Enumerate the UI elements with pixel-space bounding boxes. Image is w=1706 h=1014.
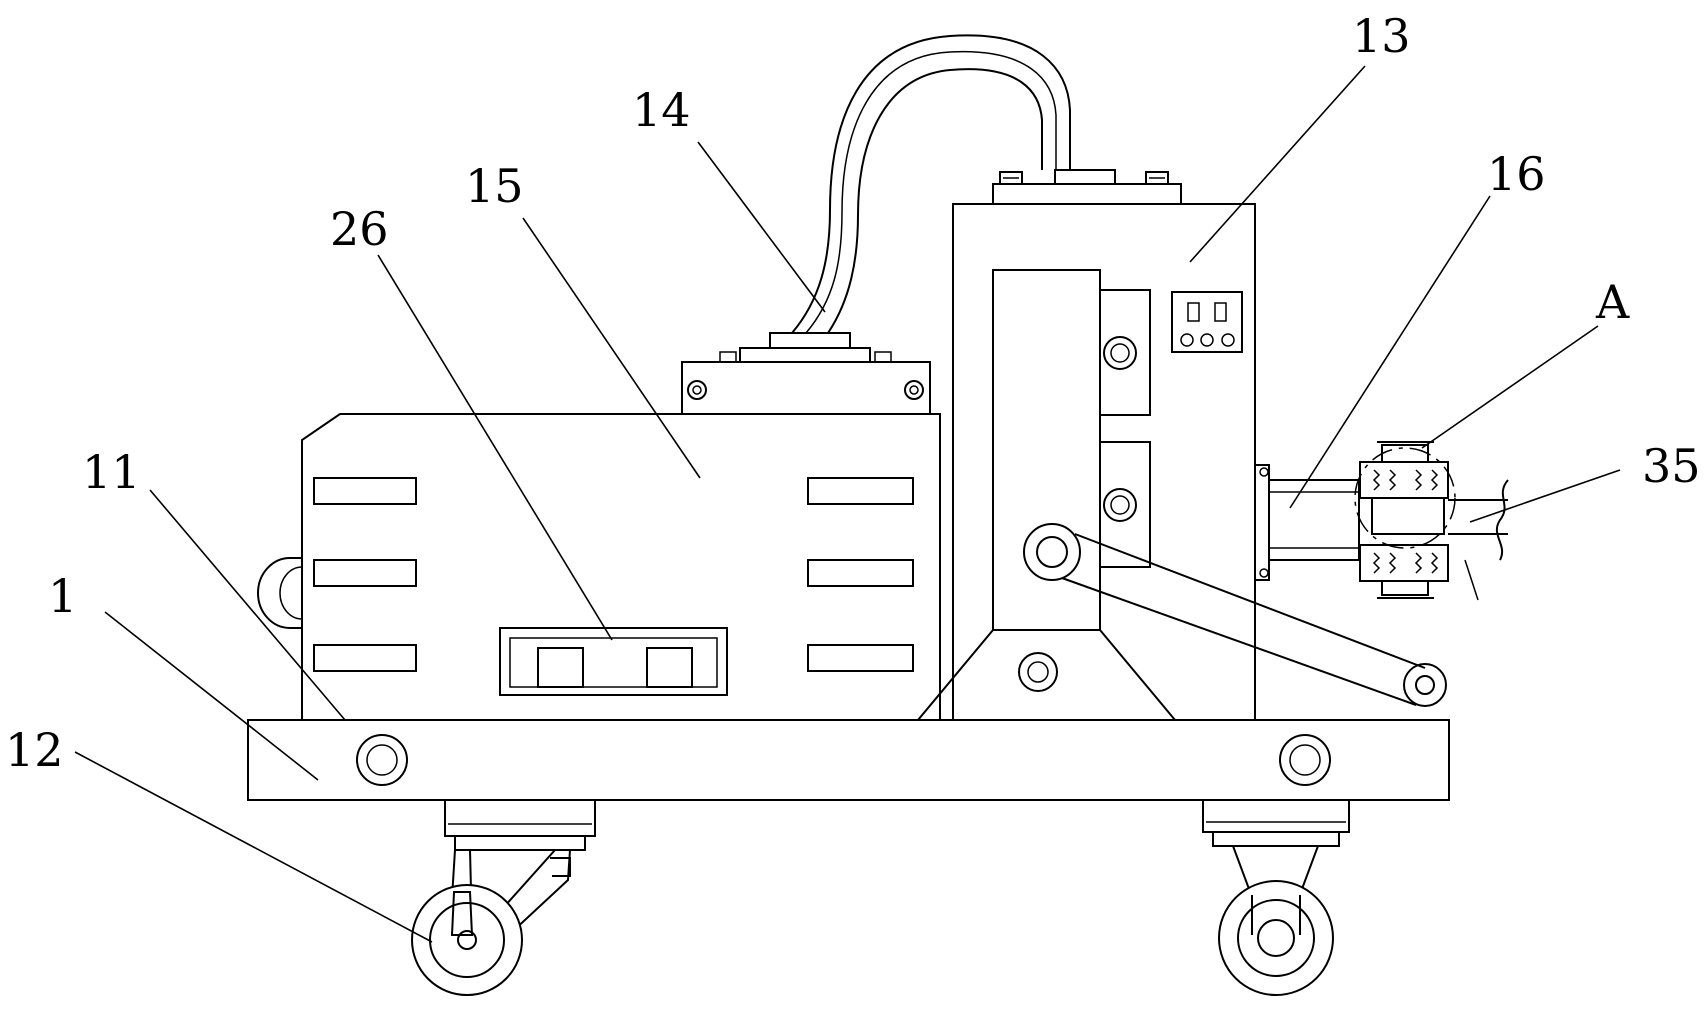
base-frame	[247, 719, 1450, 801]
main-housing	[257, 413, 941, 720]
label-16: 16	[1487, 147, 1546, 201]
right-caster-wheel	[1202, 799, 1350, 996]
label-14: 14	[632, 83, 691, 137]
left-caster-wheel	[411, 799, 596, 996]
label-13: 13	[1352, 9, 1411, 63]
column-tower	[917, 169, 1256, 721]
leader-lines	[74, 65, 1621, 943]
label-11: 11	[82, 445, 141, 499]
control-panel	[499, 627, 728, 696]
label-26: 26	[330, 202, 389, 256]
pipe	[1448, 479, 1509, 601]
label-A: A	[1595, 275, 1630, 329]
side-arm-clamp	[1254, 441, 1456, 599]
reference-labels: 1 11 12 13 14 15 16 26 35 A	[5, 9, 1701, 777]
label-1: 1	[48, 569, 77, 623]
label-12: 12	[5, 723, 64, 777]
hose	[791, 34, 1071, 334]
top-motor-block	[681, 332, 931, 415]
swing-arm	[1023, 523, 1447, 707]
label-15: 15	[465, 159, 524, 213]
label-35: 35	[1642, 439, 1701, 493]
